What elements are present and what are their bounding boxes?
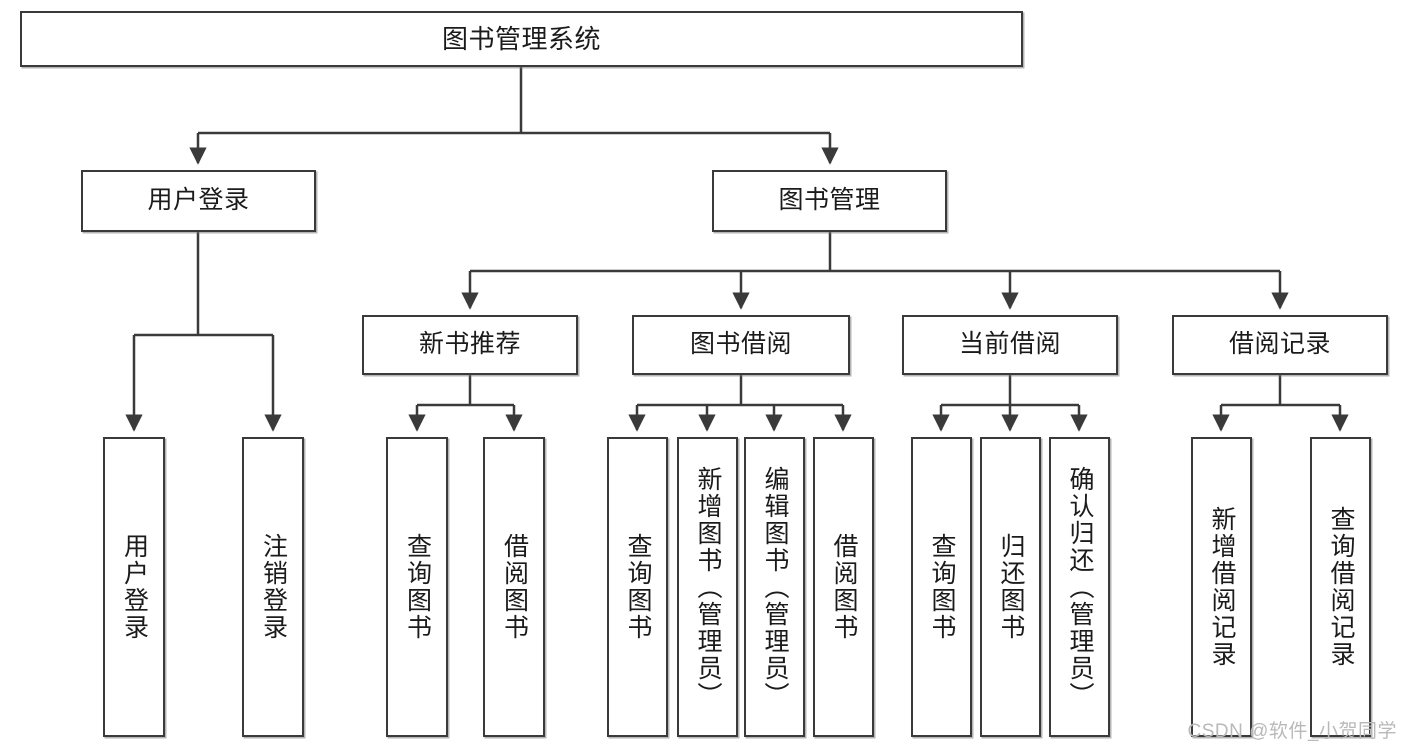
node-book-management[interactable]: 图书管理 (712, 170, 947, 232)
node-label: 用户登录 (147, 186, 250, 215)
leaf-current-borrow-return-books[interactable]: 归还图书 (980, 437, 1041, 737)
node-label: 图书管理 (778, 186, 881, 215)
leaf-user-login-logout[interactable]: 注销登录 (242, 437, 304, 737)
node-label: 查询图书 (928, 533, 956, 641)
node-label: 用户登录 (120, 533, 149, 641)
node-book-borrowing[interactable]: 图书借阅 (632, 315, 850, 375)
leaf-book-borrow-edit-book-admin[interactable]: 编辑图书（管理员） (744, 437, 805, 737)
node-label: 借阅图书 (830, 533, 858, 641)
node-label: 当前借阅 (958, 330, 1061, 359)
node-label: 查询借阅记录 (1327, 506, 1355, 668)
node-label: 新增图书（管理员） (694, 465, 722, 709)
leaf-new-book-query-books[interactable]: 查询图书 (386, 437, 448, 737)
node-label: 新书推荐 (418, 330, 521, 359)
node-label: 查询图书 (624, 533, 652, 641)
csdn-watermark: CSDN @软件_小贺同学 (1187, 721, 1397, 742)
node-label: 注销登录 (259, 533, 288, 641)
leaf-current-borrow-query-books[interactable]: 查询图书 (911, 437, 972, 737)
node-current-borrowing[interactable]: 当前借阅 (902, 315, 1118, 375)
node-label: 确认归还（管理员） (1066, 465, 1094, 709)
leaf-book-borrow-add-book-admin[interactable]: 新增图书（管理员） (677, 437, 738, 737)
leaf-borrow-record-query-record[interactable]: 查询借阅记录 (1310, 437, 1371, 737)
leaf-current-borrow-confirm-return-admin[interactable]: 确认归还（管理员） (1049, 437, 1110, 737)
node-label: 归还图书 (997, 533, 1025, 641)
node-new-book-recommendation[interactable]: 新书推荐 (362, 315, 578, 375)
node-borrowing-record[interactable]: 借阅记录 (1172, 315, 1388, 375)
node-root-book-management-system[interactable]: 图书管理系统 (20, 11, 1023, 67)
node-label: 借阅记录 (1228, 330, 1331, 359)
leaf-book-borrow-query-books[interactable]: 查询图书 (607, 437, 668, 737)
node-label: 查询图书 (403, 533, 432, 641)
node-label: 新增借阅记录 (1208, 506, 1236, 668)
node-label: 借阅图书 (500, 533, 529, 641)
node-label: 图书借阅 (689, 330, 792, 359)
leaf-new-book-borrow-books[interactable]: 借阅图书 (483, 437, 545, 737)
leaf-borrow-record-add-record[interactable]: 新增借阅记录 (1191, 437, 1252, 737)
node-label: 编辑图书（管理员） (761, 465, 789, 709)
leaf-book-borrow-borrow-books[interactable]: 借阅图书 (813, 437, 874, 737)
node-label: 图书管理系统 (441, 23, 601, 54)
leaf-user-login-login[interactable]: 用户登录 (103, 437, 165, 737)
node-user-login[interactable]: 用户登录 (81, 170, 316, 232)
